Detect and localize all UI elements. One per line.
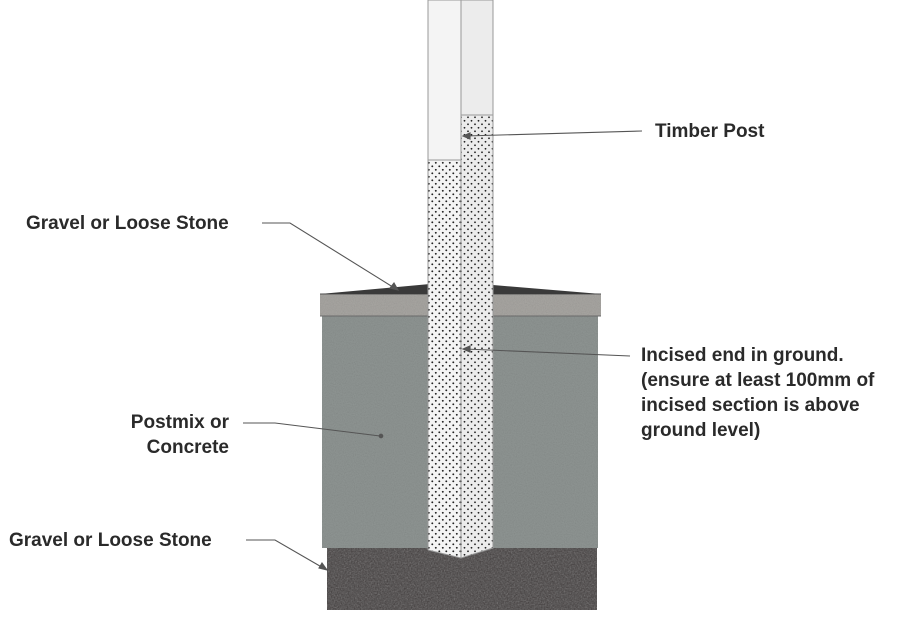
post-front-incised [427, 159, 462, 559]
leader-timber-post [464, 130, 643, 137]
gravel-top-cap [320, 284, 430, 294]
label-postmix-line-1: Postmix or [130, 412, 229, 433]
post-side-incised [460, 114, 494, 559]
leader-gravel-bottom [246, 539, 326, 570]
label-incised-line-1: Incised end in ground. [641, 345, 844, 366]
label-postmix: Postmix or Concrete [131, 410, 229, 460]
label-incised: Incised end in ground. (ensure at least … [641, 343, 874, 443]
leader-gravel-top [262, 222, 397, 290]
label-incised-line-3: incised section is above [641, 395, 860, 416]
post-front-upper [427, 0, 462, 161]
post-side-upper [460, 0, 494, 116]
gravel-bottom-layer [327, 548, 597, 610]
leader-incised [464, 348, 631, 357]
label-incised-line-4: ground level) [641, 420, 761, 441]
label-timber-post: Timber Post [655, 121, 765, 142]
label-gravel-top: Gravel or Loose Stone [26, 213, 229, 234]
label-postmix-line-2: Concrete [146, 437, 229, 458]
label-gravel-bottom: Gravel or Loose Stone [9, 530, 212, 551]
label-incised-line-2: (ensure at least 100mm of [641, 370, 875, 391]
leader-postmix [243, 422, 381, 437]
